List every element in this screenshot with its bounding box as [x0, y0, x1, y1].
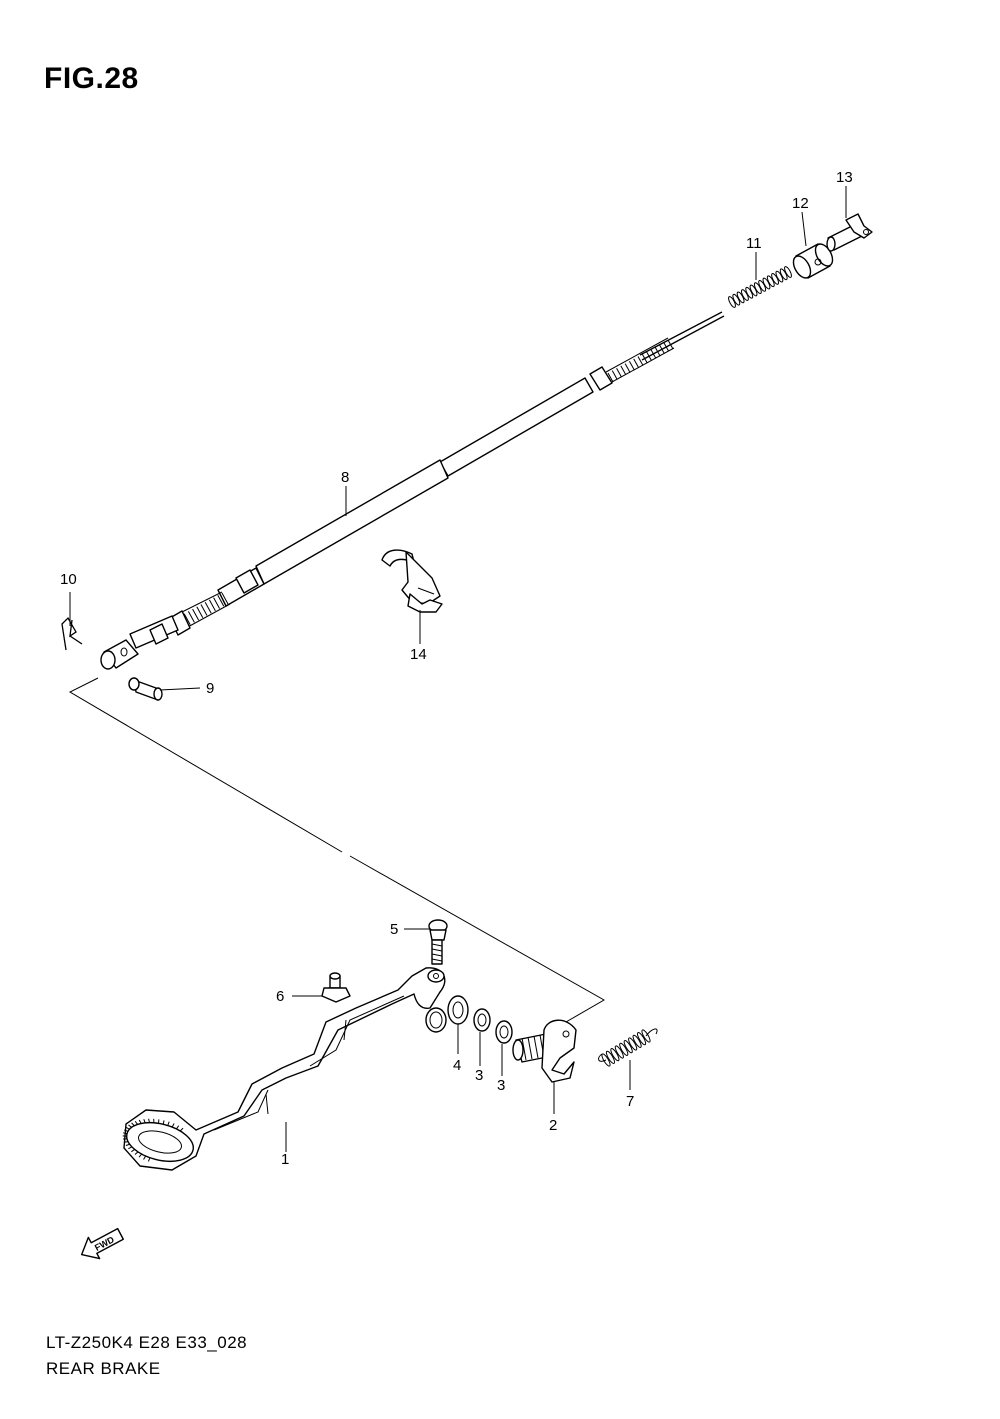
callout-11: 11	[746, 235, 762, 252]
callout-10: 10	[60, 571, 77, 588]
callout-3a: 3	[475, 1067, 483, 1084]
callout-3b: 3	[497, 1077, 505, 1094]
model-code: LT-Z250K4 E28 E33_028	[46, 1333, 248, 1352]
callout-14: 14	[410, 646, 427, 663]
washer-3b	[495, 1020, 513, 1044]
callout-8: 8	[341, 469, 349, 486]
callout-5: 5	[390, 921, 398, 938]
return-spring	[598, 1028, 658, 1067]
clip	[61, 616, 83, 651]
figure-title: FIG.28	[44, 62, 139, 95]
joint	[792, 243, 834, 279]
callout-12: 12	[792, 195, 809, 212]
brake-cable	[100, 311, 725, 670]
washer-4	[447, 995, 469, 1025]
callout-leaders	[69, 186, 847, 1152]
callout-7: 7	[626, 1093, 634, 1110]
fwd-arrow-icon: FWD	[80, 1227, 125, 1260]
connection-lines	[68, 677, 606, 1023]
callout-2: 2	[549, 1117, 557, 1134]
callout-1: 1	[281, 1151, 289, 1168]
bolt	[428, 919, 448, 965]
pin	[128, 677, 163, 701]
callout-9: 9	[206, 680, 214, 697]
cable-end-joint	[826, 213, 873, 252]
section-name: REAR BRAKE	[46, 1359, 161, 1378]
callout-13: 13	[836, 169, 853, 186]
cable-clamp	[381, 549, 443, 613]
callouts: 1 2 3 3 4 5 6 7 8 9 10 11 12 13 14	[60, 169, 853, 1168]
washer-3a	[473, 1008, 491, 1032]
brake-pedal	[122, 967, 447, 1171]
cable-spring	[728, 266, 792, 308]
callout-6: 6	[276, 988, 284, 1005]
brake-arm-shaft	[512, 1019, 577, 1083]
callout-4: 4	[453, 1057, 461, 1074]
stopper	[321, 972, 351, 1003]
